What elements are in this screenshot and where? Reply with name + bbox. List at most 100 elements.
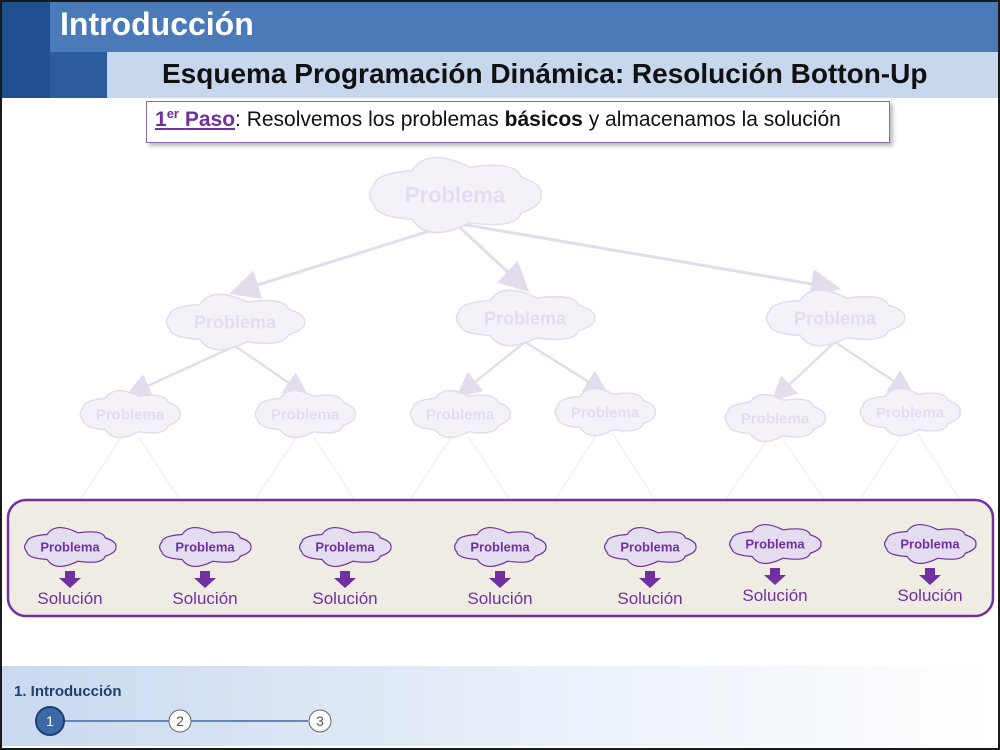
level2-problem-cloud-5-label: Problema (741, 410, 810, 427)
base-problem-cloud-6-shape (729, 523, 822, 565)
step-number-suffix: er (166, 106, 179, 121)
root-problem-cloud: Problema (369, 156, 542, 234)
base-problem-cloud-5-shape (604, 526, 697, 568)
progress-step-3[interactable]: 3 (308, 709, 332, 733)
edge-l2-3-1 (612, 433, 656, 501)
base-problem-cloud-2-shape (159, 526, 252, 568)
step-text-before: : Resolvemos los problemas (235, 108, 505, 131)
edge-l2-3-0 (554, 433, 598, 501)
footer-bar (2, 666, 998, 746)
subtitle-accent-block (50, 52, 107, 98)
edge-l2-0-1 (137, 435, 181, 501)
level1-problem-cloud-2-shape (455, 289, 596, 347)
edge-root-0 (229, 221, 456, 300)
edge-l2-5-1 (917, 433, 961, 501)
base-problem-cloud-7: Problema (884, 523, 977, 565)
progress-step-2[interactable]: 2 (168, 709, 192, 733)
base-problem-cloud-7-shape (884, 523, 977, 565)
edge-l1-1 (234, 344, 310, 397)
edge-l2-4-0 (724, 439, 768, 501)
title-bar (2, 2, 998, 52)
base-problem-cloud-5: Problema (604, 526, 697, 568)
slide-subtitle: Esquema Programación Dinámica: Resolució… (162, 58, 928, 89)
base-problem-cloud-4: Problema (454, 526, 547, 568)
step-label: 1er Paso (155, 106, 236, 131)
edge-l1-2 (456, 341, 526, 398)
level2-problem-cloud-6: Problema (859, 387, 961, 437)
level2-problem-cloud-3: Problema (409, 389, 511, 439)
step-word: Paso (184, 108, 236, 131)
progress-step-number: 2 (176, 713, 184, 729)
base-problem-cloud-2-label: Problema (175, 540, 235, 555)
level1-problem-cloud-2: Problema (455, 289, 596, 347)
base-problem-cloud-5-label: Problema (620, 540, 680, 555)
edge-l2-2-0 (409, 435, 453, 501)
level2-problem-cloud-1-shape (79, 389, 181, 439)
level2-problem-cloud-4-label: Problema (571, 404, 640, 421)
down-arrow-icon (334, 571, 356, 588)
progress-step-circle (168, 709, 192, 733)
base-solution-label-7: Solución (897, 586, 962, 605)
edge-l2-2-1 (467, 435, 511, 501)
progress-step-circle (35, 706, 65, 736)
level1-problem-cloud-3: Problema (765, 289, 906, 347)
progress-steps: 1 2 3 (35, 706, 332, 736)
level2-problem-cloud-2-label: Problema (271, 406, 340, 423)
progress-step-number: 1 (46, 713, 54, 729)
level2-problem-cloud-2: Problema (254, 389, 356, 439)
level2-problem-cloud-6-shape (859, 387, 961, 437)
step-callout-text: 1er Paso: Resolvemos los problemas básic… (155, 106, 841, 132)
base-solution-label-6: Solución (742, 586, 807, 605)
level2-problem-cloud-3-label: Problema (426, 406, 495, 423)
down-arrow-icon (194, 571, 216, 588)
base-solution-label-3: Solución (312, 589, 377, 608)
progress-step-circle (308, 709, 332, 733)
level2-problem-cloud-1-label: Problema (96, 406, 165, 423)
progress-step-1[interactable]: 1 (35, 706, 65, 736)
root-problem-cloud-shape (369, 156, 542, 234)
down-arrow-icon (59, 571, 81, 588)
level2-problem-cloud-5: Problema (724, 393, 826, 443)
level1-problem-cloud-1-shape (165, 293, 306, 351)
progress-step-number: 3 (316, 713, 324, 729)
down-arrow-icon (489, 571, 511, 588)
edge-l2-0-0 (79, 435, 123, 501)
base-problem-cloud-1-shape (24, 526, 117, 568)
edge-l1-0 (125, 344, 236, 398)
level2-problem-cloud-3-shape (409, 389, 511, 439)
edge-l1-5 (834, 340, 915, 395)
down-arrow-icon (764, 568, 786, 585)
level1-problem-cloud-1-label: Problema (194, 312, 277, 332)
edge-l1-3 (524, 340, 610, 395)
down-arrow-icon (639, 571, 661, 588)
edge-root-2 (454, 221, 841, 299)
base-problem-cloud-4-label: Problema (470, 540, 530, 555)
level1-problem-cloud-3-label: Problema (794, 308, 877, 328)
base-solution-label-4: Solución (467, 589, 532, 608)
title-accent-block (2, 2, 50, 98)
level2-problem-cloud-2-shape (254, 389, 356, 439)
level2-problem-cloud-4: Problema (554, 387, 656, 437)
level1-problem-cloud-2-label: Problema (484, 308, 567, 328)
tree-edges (79, 221, 961, 501)
step-number: 1 (155, 108, 167, 131)
edge-l1-4 (771, 341, 836, 402)
footer-section-label: 1. Introducción (14, 683, 122, 700)
base-problem-cloud-3-shape (299, 526, 392, 568)
edge-l2-1-0 (254, 435, 298, 501)
step-text-after: y almacenamos la solución (582, 108, 841, 131)
level2-problem-cloud-5-shape (724, 393, 826, 443)
base-solution-label-5: Solución (617, 589, 682, 608)
base-problem-cloud-1: Problema (24, 526, 117, 568)
base-solution-label-1: Solución (37, 589, 102, 608)
down-arrow-icon (919, 568, 941, 585)
base-problem-cloud-3: Problema (299, 526, 392, 568)
step-text-bold: básicos (504, 108, 583, 131)
level2-problem-cloud-6-label: Problema (876, 404, 945, 421)
edge-l2-4-1 (782, 439, 826, 501)
edge-root-1 (453, 221, 530, 293)
edge-l2-5-0 (859, 433, 903, 501)
step-callout-box (146, 101, 890, 143)
